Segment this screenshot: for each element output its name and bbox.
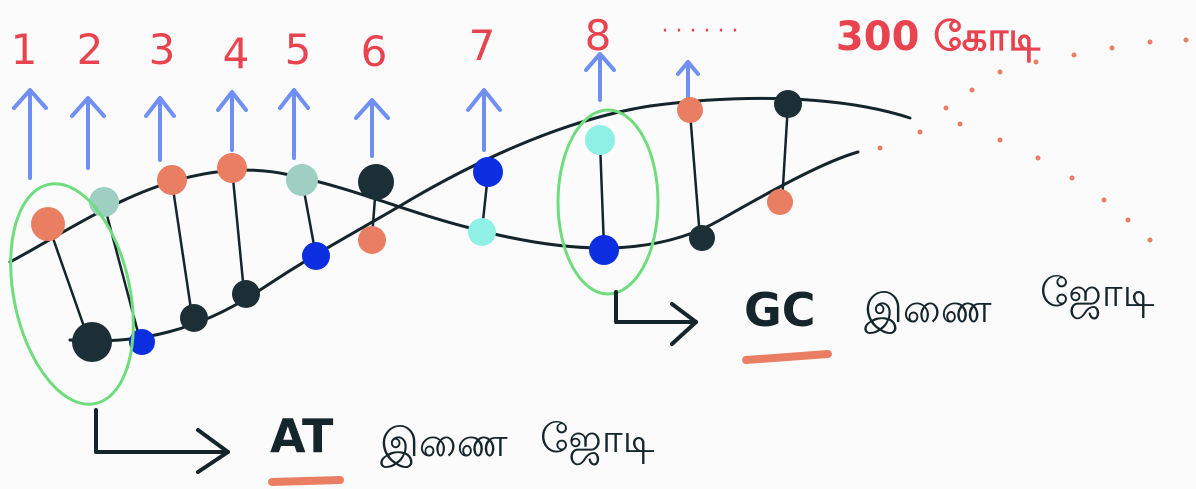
base-dot xyxy=(217,153,247,183)
bases xyxy=(31,90,802,362)
position-number: 2 xyxy=(77,25,104,74)
base-dot xyxy=(767,189,793,215)
arrow-right-icon xyxy=(614,290,698,324)
gc-label: GC xyxy=(744,283,816,337)
position-number: 6 xyxy=(361,27,388,76)
base-dot xyxy=(589,235,619,265)
count-label: 300 கோடி xyxy=(836,14,1041,63)
arrow-up-icon xyxy=(216,90,248,152)
at-word-jodi: ஜோடி xyxy=(540,416,655,465)
arrow-up-icon xyxy=(466,88,502,152)
gc-label-group: GC இணை ஜோடி xyxy=(614,270,1155,364)
position-number: 5 xyxy=(285,25,312,74)
arrow-up-icon xyxy=(676,60,700,102)
gc-underline xyxy=(742,350,832,364)
continuation-dots xyxy=(877,37,1189,243)
at-word-inai: இணை xyxy=(380,420,508,468)
arrow-up-icon xyxy=(70,96,106,170)
base-dot xyxy=(157,165,187,195)
base-dot xyxy=(689,225,715,251)
base-dot xyxy=(302,242,330,270)
position-number: 1 xyxy=(11,25,38,74)
position-number: 7 xyxy=(469,21,496,70)
at-pair-highlight xyxy=(9,182,135,406)
base-dot xyxy=(286,164,318,196)
pair-highlights xyxy=(9,108,660,406)
position-numbers: 1 2 3 4 5 6 7 8 · · · · · · 300 கோடி xyxy=(11,11,1042,78)
arrow-up-icon xyxy=(12,88,48,180)
base-dot xyxy=(468,218,496,246)
base-dot xyxy=(31,207,65,241)
gc-pair-highlight xyxy=(556,108,660,296)
base-dot xyxy=(232,280,260,308)
arrow-right-icon xyxy=(94,408,230,454)
arrow-up-icon xyxy=(278,88,310,160)
at-underline xyxy=(268,476,344,486)
strand-top xyxy=(8,150,860,264)
base-dot xyxy=(89,187,119,217)
base-dot xyxy=(774,90,802,118)
position-number: 3 xyxy=(149,25,176,74)
gc-word-jodi: ஜோடி xyxy=(1040,270,1155,319)
at-label: AT xyxy=(270,409,334,463)
ellipsis: · · · · · · xyxy=(662,19,739,44)
arrow-up-icon xyxy=(584,52,616,102)
base-dot xyxy=(129,329,155,355)
arrow-up-icon xyxy=(354,98,390,158)
position-number: 4 xyxy=(223,29,250,78)
gc-word-inai: இணை xyxy=(864,286,992,334)
at-label-group: AT இணை ஜோடி xyxy=(94,408,655,486)
base-dot xyxy=(677,97,703,123)
strand-bottom xyxy=(68,96,912,343)
arrow-up-icon xyxy=(144,96,176,162)
base-dot xyxy=(180,304,208,332)
position-arrows xyxy=(12,52,700,180)
base-dot xyxy=(473,157,503,187)
base-dot xyxy=(72,322,112,362)
base-dot xyxy=(585,125,615,155)
position-number: 8 xyxy=(585,11,612,60)
base-dot xyxy=(358,164,394,200)
base-dot xyxy=(358,226,386,254)
